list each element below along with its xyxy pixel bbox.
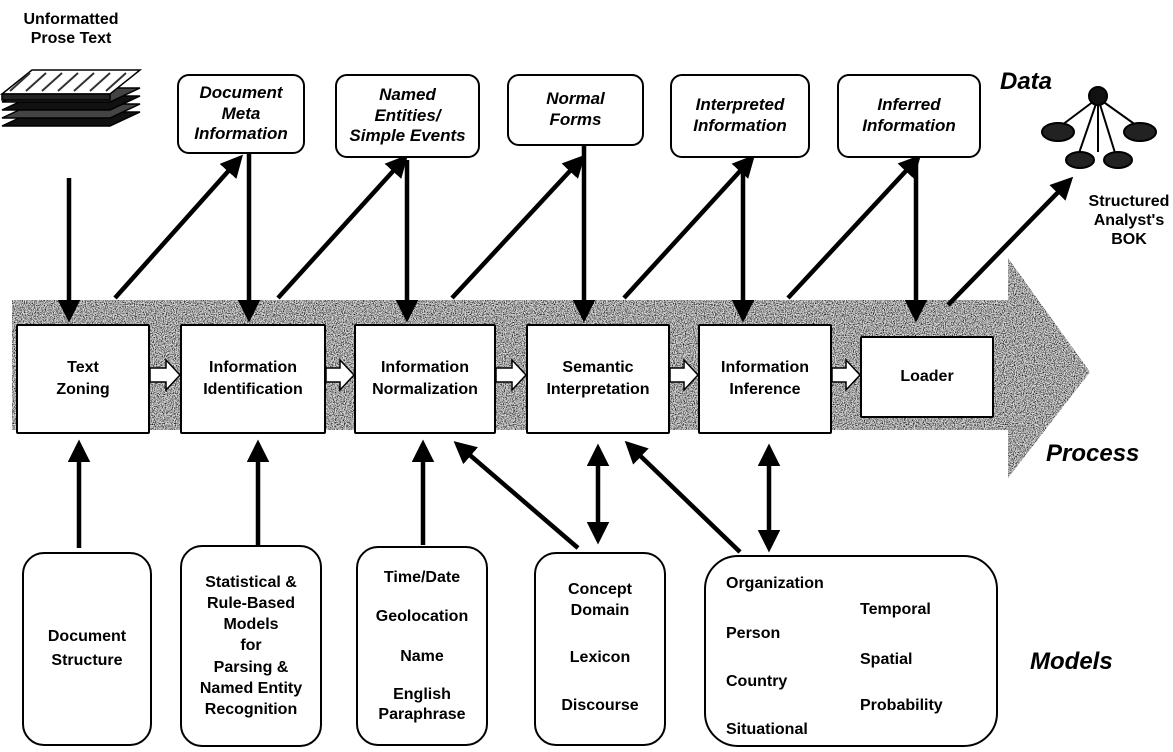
process-step-information-inference: Information Inference [698,324,832,434]
section-label-models: Models [1030,648,1113,675]
data-box-named-entities: Named Entities/ Simple Events [335,74,480,158]
data-box-document-meta: Document Meta Information [177,74,305,154]
input-label: Unformatted Prose Text [23,11,119,48]
model-item-discourse: Discourse [561,696,639,714]
data-box-label: Interpreted Information [693,95,787,135]
model-item-time-date: Time/Date [383,568,461,586]
process-step-text-zoning: Text Zoning [16,324,150,434]
data-box-inferred-info: Inferred Information [837,74,981,158]
flow-arrows [57,140,1074,554]
model-item-english-paraphrase: English Paraphrase [378,685,466,724]
model-label: Statistical & Rule-Based Models for Pars… [199,574,303,718]
process-step-semantic-interpretation: Semantic Interpretation [526,324,670,434]
model-item-temporal: Temporal [860,601,931,618]
model-box-inference: Organization Person Country Situational … [704,555,998,747]
model-label: Document Structure [47,628,127,669]
data-box-interpreted-info: Interpreted Information [670,74,810,158]
process-connectors [149,358,862,392]
process-step-label: Semantic Interpretation [546,359,650,398]
model-item-person: Person [726,625,781,642]
data-box-label: Document Meta Information [194,82,288,144]
model-box-document-structure: Document Structure [22,552,152,746]
model-item-situational: Situational [726,721,808,738]
model-item-concept-domain: Concept Domain [568,581,632,619]
network-tree-icon [1041,86,1157,169]
model-item-name: Name [400,647,444,665]
data-box-normal-forms: Normal Forms [507,74,644,146]
section-label-process: Process [1046,440,1140,467]
process-step-label: Text Zoning [56,359,110,398]
model-box-parsing-ner: Statistical & Rule-Based Models for Pars… [180,545,322,747]
model-item-country: Country [726,673,788,690]
section-label-data: Data [1000,68,1053,95]
model-box-normalization: Time/Date Geolocation Name English Parap… [356,546,488,746]
process-step-label: Information Inference [721,359,809,398]
model-item-lexicon: Lexicon [569,648,631,666]
bidirectional-arrows [586,443,781,553]
model-item-geolocation: Geolocation [375,608,469,626]
model-item-organization: Organization [726,575,824,592]
process-step-loader: Loader [860,336,994,418]
process-step-label: Loader [900,368,954,386]
data-box-label: Normal Forms [546,89,605,129]
output-label: Structured Analyst's BOK [1088,193,1170,249]
stacked-documents-icon [0,69,143,127]
model-item-probability: Probability [860,697,943,714]
data-box-label: Named Entities/ Simple Events [349,84,466,146]
process-step-information-identification: Information Identification [180,324,326,434]
process-step-label: Information Normalization [372,359,478,398]
process-step-information-normalization: Information Normalization [354,324,496,434]
data-box-label: Inferred Information [862,95,956,135]
model-box-semantic: Concept Domain Lexicon Discourse [534,552,666,746]
process-step-label: Information Identification [203,359,303,398]
model-item-spatial: Spatial [860,651,913,668]
